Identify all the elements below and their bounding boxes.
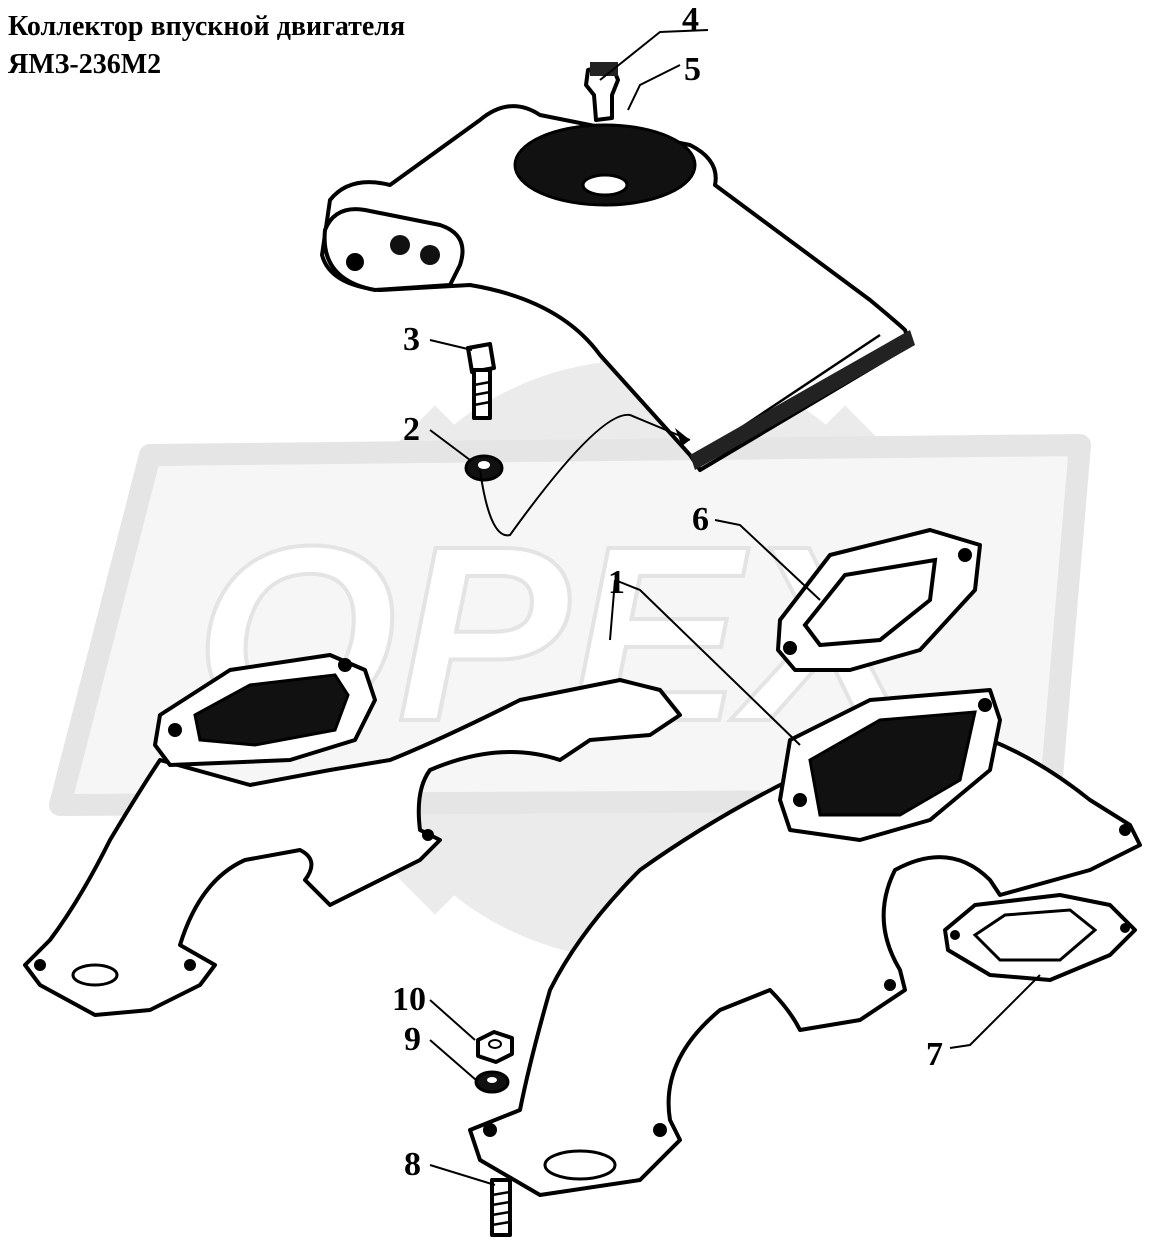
callout-3: 3 (403, 321, 420, 358)
bolt-part (466, 342, 496, 420)
title-line-1: Коллектор впускной двигателя (8, 11, 406, 42)
callout-1: 1 (608, 564, 625, 601)
washer-part-2 (464, 454, 504, 482)
callout-10: 10 (392, 981, 426, 1018)
fitting-part (584, 62, 620, 122)
gasket-part-7 (943, 893, 1137, 982)
gasket-part-6 (776, 528, 982, 672)
callout-4: 4 (682, 1, 699, 38)
callout-5: 5 (684, 51, 701, 88)
diagram-title: Коллектор впускной двигателя ЯМЗ-236М2 (8, 8, 405, 84)
stud-part (490, 1178, 512, 1237)
washer-part-9 (474, 1070, 510, 1094)
title-line-2: ЯМЗ-236М2 (8, 49, 162, 80)
callout-6: 6 (692, 501, 709, 538)
callout-7: 7 (926, 1036, 943, 1073)
callout-8: 8 (404, 1146, 421, 1183)
nut-part (476, 1030, 514, 1064)
connector-part (320, 104, 915, 472)
watermark: OPEX (49, 330, 1091, 990)
callout-labels: 1 2 3 4 5 6 7 8 9 10 (392, 1, 943, 1183)
callout-9: 9 (404, 1021, 421, 1058)
leader-lines (429, 29, 1041, 1186)
intake-manifold-part (23, 653, 1142, 1197)
callout-2: 2 (403, 411, 420, 448)
